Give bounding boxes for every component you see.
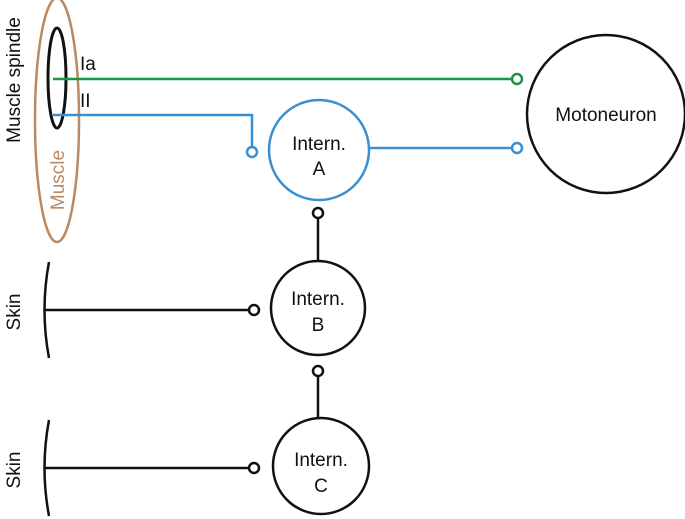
motoneuron-label: Motoneuron: [555, 105, 656, 126]
intern-b-intern-a-terminal: [311, 206, 325, 220]
skin-top-synapse-terminal: [247, 303, 261, 317]
skin-top-label: Skin: [4, 294, 25, 331]
muscle-label: Muscle: [48, 150, 69, 210]
skin-bottom-label: Skin: [4, 452, 25, 489]
interneuron-a: [267, 98, 371, 202]
interneuron-b: [269, 259, 367, 357]
intern-a-motoneuron-terminal: [510, 141, 524, 155]
interneuron-c: [271, 416, 371, 516]
muscle-outline: [33, 0, 81, 244]
interneuron-a-letter: A: [313, 159, 326, 180]
skin-bottom-synapse-terminal: [247, 461, 261, 475]
skin-bottom-receptor: [43, 419, 51, 517]
ii-synapse-terminal: [245, 145, 259, 159]
fiber-ii-label: II: [80, 91, 91, 112]
interneuron-c-letter: C: [314, 476, 328, 497]
interneuron-a-name: Intern.: [292, 134, 346, 155]
motoneuron: [525, 33, 685, 195]
skin-top-receptor: [43, 261, 51, 359]
ii-afferent-line: [53, 113, 254, 146]
fiber-ia-label: Ia: [80, 54, 96, 75]
interneuron-b-name: Intern.: [291, 289, 345, 310]
interneuron-b-letter: B: [312, 315, 325, 336]
ia-synapse-terminal: [510, 72, 524, 86]
muscle-spindle-label: Muscle spindle: [4, 17, 25, 143]
intern-c-intern-b-terminal: [311, 364, 325, 378]
interneuron-c-name: Intern.: [294, 450, 348, 471]
